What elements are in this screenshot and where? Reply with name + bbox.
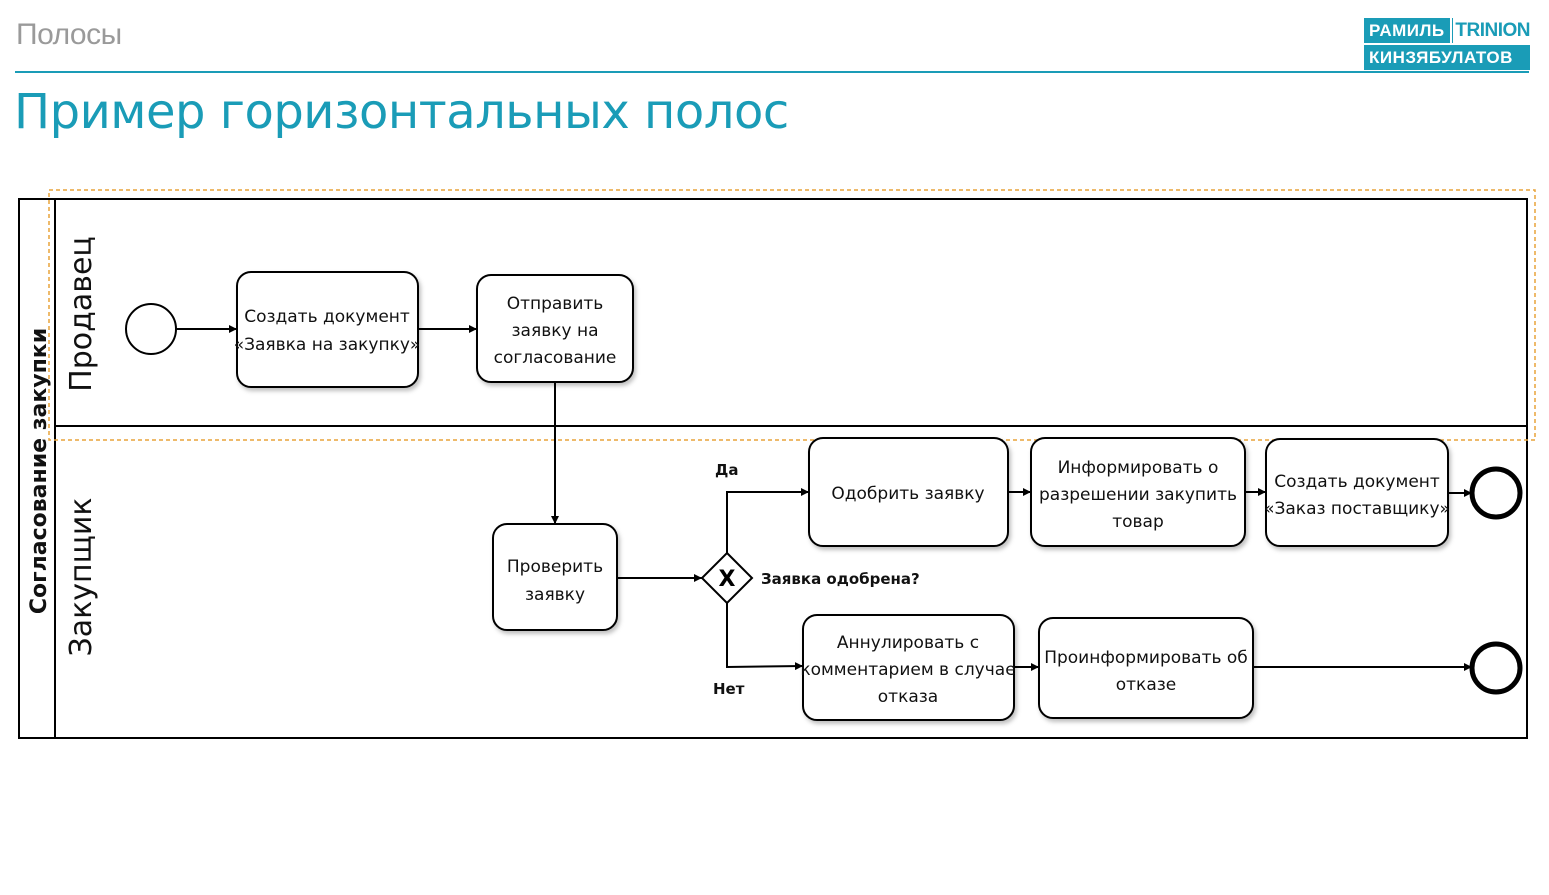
task-label-line: Создать документ xyxy=(244,307,410,327)
header-divider xyxy=(15,71,1529,73)
gateway-x-icon: X xyxy=(719,567,736,592)
task-label-line: Проинформировать об xyxy=(1044,648,1248,668)
gateway-question-label: Заявка одобрена? xyxy=(761,570,920,588)
task-label-line: товар xyxy=(1112,512,1164,532)
task-inform-permission[interactable]: Информировать о разрешении закупить това… xyxy=(1030,437,1246,547)
lane-highlight xyxy=(48,189,1536,441)
task-label-line: Создать документ xyxy=(1274,472,1440,492)
end-event-approved[interactable] xyxy=(1469,466,1523,520)
task-label-line: Проверить xyxy=(507,557,603,577)
edge-label-no: Нет xyxy=(713,680,745,698)
page-title: Пример горизонтальных полос xyxy=(14,84,789,140)
task-create-order[interactable]: Создать документ «Заказ поставщику» xyxy=(1264,438,1450,547)
task-label-line: Одобрить заявку xyxy=(831,484,984,504)
task-label-line: заявку на xyxy=(512,321,599,341)
lane-label-seller: Продавец xyxy=(64,236,99,392)
pool-frame xyxy=(18,198,1528,739)
task-create-request[interactable]: Создать документ «Заявка на закупку» xyxy=(234,271,421,388)
sequence-flows xyxy=(176,325,1472,671)
task-label-line: согласование xyxy=(494,348,617,368)
logo-text-first: РАМИЛЬ xyxy=(1364,18,1450,43)
task-cancel-with-comment[interactable]: Аннулировать с комментарием в случае отк… xyxy=(800,614,1016,721)
task-label-line: заявку xyxy=(525,585,585,605)
exclusive-gateway[interactable]: X xyxy=(700,551,754,605)
task-label-line: разрешении закупить xyxy=(1039,485,1237,505)
task-label-line: Аннулировать с xyxy=(837,633,979,653)
section-label: Полосы xyxy=(16,18,122,51)
task-inform-refusal[interactable]: Проинформировать об отказе xyxy=(1038,617,1254,719)
task-label-line: «Заявка на закупку» xyxy=(234,335,421,355)
logo-separator xyxy=(1451,18,1454,43)
task-label-line: Информировать о xyxy=(1058,458,1219,478)
task-approve-request[interactable]: Одобрить заявку xyxy=(808,437,1009,547)
flow-gateway-no xyxy=(726,603,804,671)
task-label-line: «Заказ поставщику» xyxy=(1264,499,1450,519)
edge-label-yes: Да xyxy=(715,461,738,479)
lane-label-buyer: Закупщик xyxy=(64,498,99,657)
start-event[interactable] xyxy=(125,303,177,355)
task-label-line: Отправить xyxy=(507,294,604,314)
end-event-refused[interactable] xyxy=(1469,641,1523,695)
task-label-line: отказа xyxy=(878,687,938,707)
task-label-line: отказе xyxy=(1116,675,1177,695)
pool-label: Согласование закупки xyxy=(27,328,52,614)
task-check-request[interactable]: Проверить заявку xyxy=(492,523,618,631)
flow-gateway-yes xyxy=(726,488,809,553)
task-label-line: комментарием в случае xyxy=(800,660,1015,680)
task-send-request[interactable]: Отправить заявку на согласование xyxy=(476,274,634,383)
logo-text-second: TRINION xyxy=(1455,20,1530,41)
brand-logo: РАМИЛЬ TRINION КИНЗЯБУЛАТОВ xyxy=(1364,18,1530,70)
logo-text-third: КИНЗЯБУЛАТОВ xyxy=(1369,48,1513,67)
